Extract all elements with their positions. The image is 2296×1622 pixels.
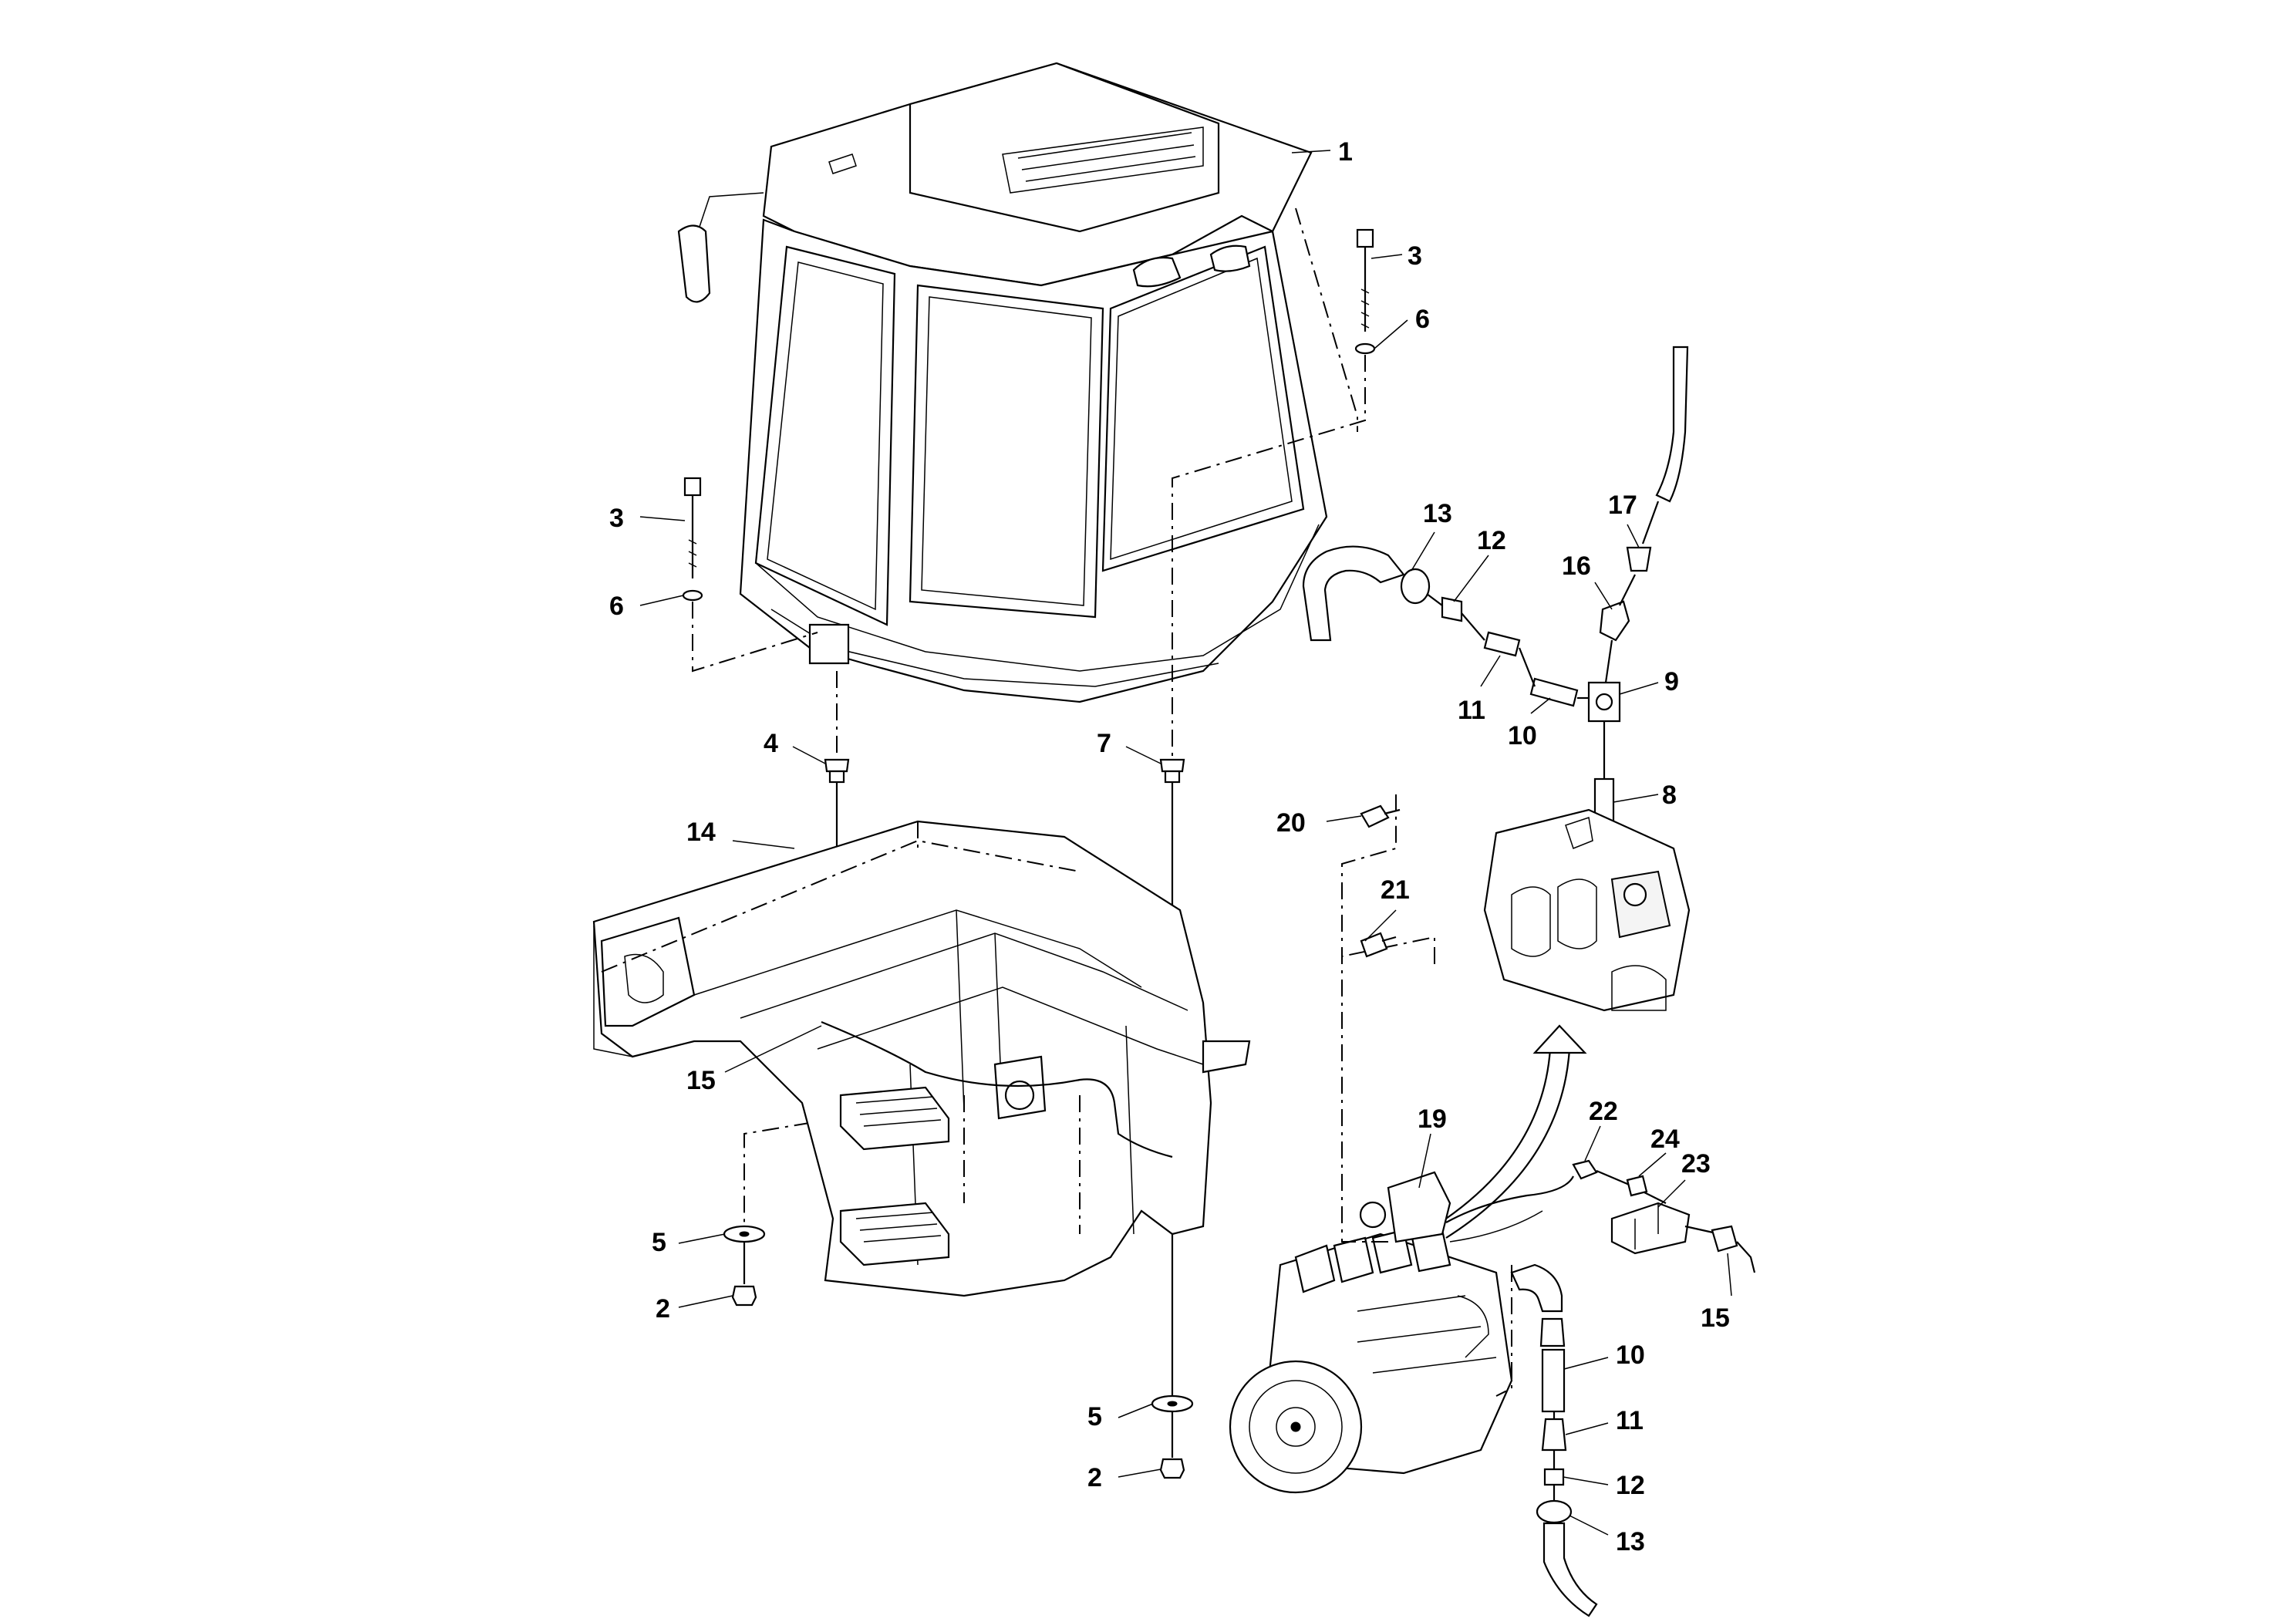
callout-21: 21 — [1381, 875, 1410, 905]
engine-detail-view — [1483, 808, 1691, 1012]
callout-15-sensor: 15 — [1701, 1303, 1730, 1333]
detail-arrow — [1434, 1024, 1587, 1239]
leader-lines — [639, 150, 1732, 1536]
callout-11-lower: 11 — [1616, 1406, 1644, 1435]
callout-7: 7 — [1097, 729, 1111, 758]
callout-14: 14 — [686, 818, 716, 847]
engine-assembly — [1229, 794, 1574, 1494]
frame-assembly — [592, 820, 1251, 1297]
callout-10-lower: 10 — [1616, 1340, 1645, 1370]
callout-5-right: 5 — [1087, 1402, 1102, 1431]
callout-22: 22 — [1589, 1097, 1618, 1126]
callout-17: 17 — [1608, 491, 1637, 520]
callout-3-left: 3 — [609, 504, 624, 533]
callout-2-left: 2 — [656, 1294, 670, 1324]
callout-4: 4 — [764, 729, 778, 758]
callout-24: 24 — [1650, 1125, 1680, 1154]
callout-11-upper: 11 — [1458, 696, 1485, 725]
callout-labels: 1 3 6 3 6 4 7 14 15 5 2 5 2 13 12 17 16 … — [609, 137, 1730, 1556]
callout-6-right: 6 — [1415, 305, 1430, 334]
callout-6-left: 6 — [609, 592, 624, 621]
callout-15-frame: 15 — [686, 1066, 716, 1095]
callout-5-left: 5 — [652, 1228, 666, 1257]
callout-12-upper: 12 — [1477, 526, 1506, 555]
callout-2-right: 2 — [1087, 1463, 1102, 1492]
callout-16: 16 — [1562, 551, 1591, 581]
callout-23: 23 — [1681, 1149, 1711, 1179]
callout-13-upper: 13 — [1423, 499, 1452, 528]
lower-hose-group — [1510, 1263, 1598, 1617]
upper-hose-group — [1302, 346, 1689, 895]
callout-12-lower: 12 — [1616, 1471, 1645, 1500]
callout-13-lower: 13 — [1616, 1527, 1645, 1556]
callout-19: 19 — [1418, 1104, 1447, 1134]
callout-8: 8 — [1662, 781, 1677, 810]
sensor-group — [1572, 1159, 1756, 1273]
callout-9: 9 — [1664, 667, 1679, 696]
callout-10-upper: 10 — [1508, 721, 1537, 750]
cab-assembly — [677, 62, 1358, 703]
callout-3-right: 3 — [1408, 241, 1422, 271]
callout-20: 20 — [1276, 808, 1306, 838]
callout-1: 1 — [1338, 137, 1353, 167]
